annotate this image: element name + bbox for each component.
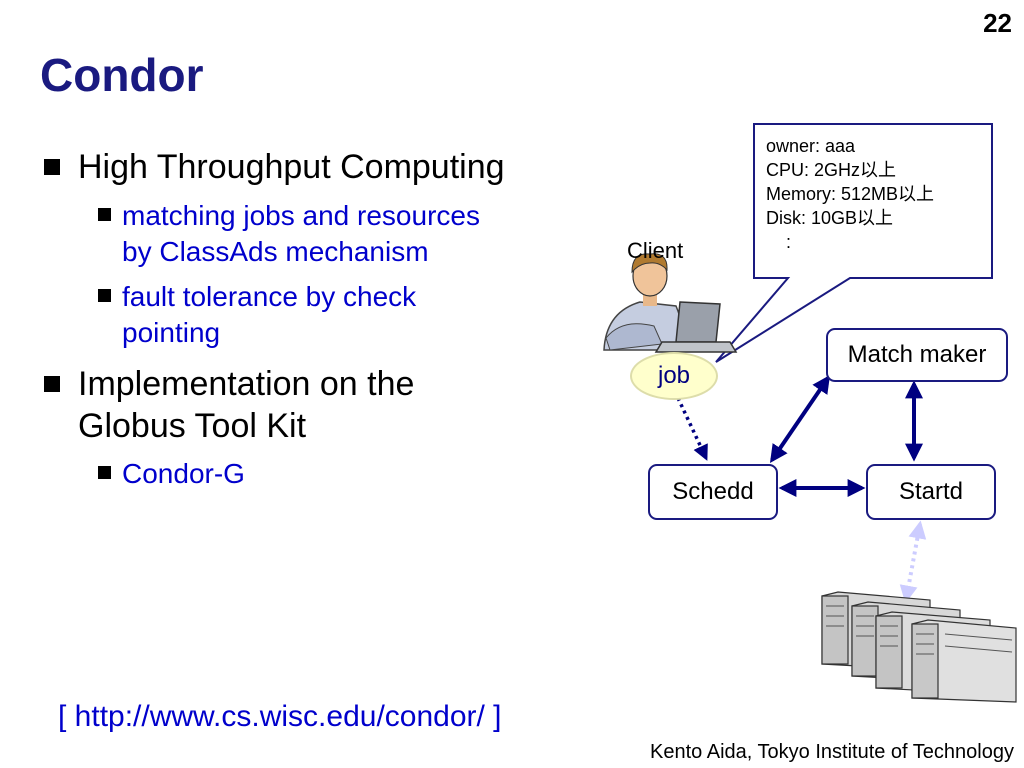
sub-bullet-condor-g: Condor-G: [122, 458, 245, 489]
client-person-icon: [603, 253, 738, 353]
sub-bullet-matching-line1: matching jobs and resources: [122, 200, 480, 231]
page-number: 22: [983, 8, 1012, 38]
client-label: Client: [627, 238, 684, 263]
startd-servers-arrow: [899, 520, 927, 604]
bullet-high-throughput: High Throughput Computing: [78, 148, 505, 186]
sub-bullet-fault-line1: fault tolerance by check: [122, 281, 417, 312]
server-cluster-icon: [821, 591, 1017, 703]
classad-callout: [715, 123, 993, 363]
schedd-box: Schedd: [648, 464, 778, 520]
classad-line: :: [766, 232, 792, 252]
job-to-schedd-arrow: [676, 397, 708, 461]
bullet-square-icon: [44, 376, 60, 392]
sub-bullet-square-icon: [98, 208, 111, 221]
classad-line: Memory: 512MB以上: [766, 184, 935, 204]
match-maker-box: Match maker: [826, 328, 1008, 382]
footer-credit: Kento Aida, Tokyo Institute of Technolog…: [650, 741, 1014, 763]
job-bubble: job: [630, 352, 718, 400]
sub-bullet-square-icon: [98, 289, 111, 302]
sub-bullet-matching-line2: by ClassAds mechanism: [122, 236, 429, 267]
sub-bullet-fault-line2: pointing: [122, 317, 221, 348]
classad-line: CPU: 2GHz以上: [766, 160, 897, 180]
bullet-square-icon: [44, 159, 60, 175]
bullet-implementation-line2: Globus Tool Kit: [78, 407, 307, 445]
schedd-matchmaker-arrow: [769, 375, 831, 463]
bullet-implementation-line1: Implementation on the: [78, 365, 415, 403]
startd-box: Startd: [866, 464, 996, 520]
sub-bullet-square-icon: [98, 466, 111, 479]
classad-line: Disk: 10GB以上: [766, 208, 894, 228]
classad-line: owner: aaa: [766, 136, 856, 156]
slide-title: Condor: [40, 49, 204, 101]
classad-attributes: owner: aaa CPU: 2GHz以上 Memory: 512MB以上 D…: [766, 134, 934, 254]
reference-url: [ http://www.cs.wisc.edu/condor/ ]: [58, 700, 502, 733]
